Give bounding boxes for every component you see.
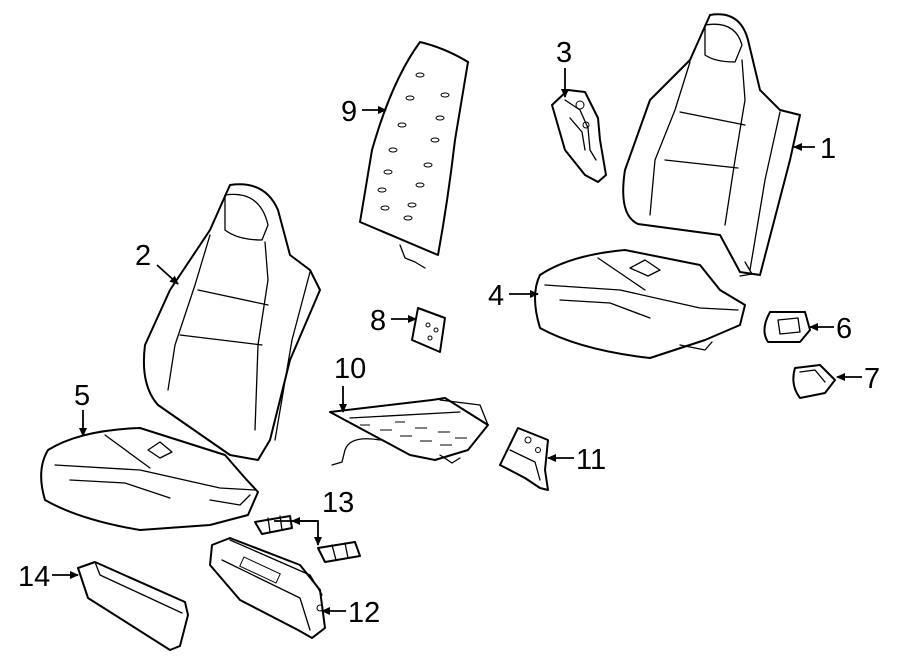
callout-4: 4 — [488, 280, 539, 312]
callout-11: 11 — [547, 444, 606, 476]
svg-text:8: 8 — [370, 305, 386, 337]
svg-text:9: 9 — [341, 96, 357, 128]
callout-12: 12 — [321, 597, 380, 629]
svg-text:12: 12 — [348, 597, 380, 629]
callout-6: 6 — [809, 313, 852, 345]
svg-text:3: 3 — [556, 37, 572, 69]
part-5-seat-cushion — [40, 427, 259, 531]
svg-text:11: 11 — [576, 444, 606, 476]
svg-text:5: 5 — [74, 380, 90, 412]
callout-3: 3 — [556, 37, 572, 98]
callout-5: 5 — [74, 380, 90, 437]
callout-9: 9 — [341, 96, 387, 128]
callout-13: 13 — [274, 487, 354, 546]
svg-text:1: 1 — [820, 133, 836, 165]
svg-text:6: 6 — [836, 313, 852, 345]
part-9-back-panel — [359, 41, 469, 269]
svg-text:4: 4 — [488, 280, 504, 312]
part-14-trim-panel — [77, 561, 189, 651]
part-2-seat-back — [142, 183, 321, 461]
svg-text:10: 10 — [334, 353, 366, 385]
svg-text:13: 13 — [322, 487, 354, 519]
part-3-recliner — [551, 89, 607, 183]
part-10-seat-frame — [329, 397, 489, 466]
part-7-cap — [792, 364, 836, 399]
part-12-side-module — [209, 537, 326, 639]
callout-10: 10 — [334, 353, 366, 413]
callout-14: 14 — [18, 561, 79, 593]
callout-8: 8 — [370, 305, 417, 337]
callout-7: 7 — [836, 363, 880, 395]
part-6-trim — [763, 311, 811, 343]
part-1-seat-back — [622, 13, 801, 277]
part-11-motor — [499, 427, 549, 491]
part-8-bracket — [411, 307, 446, 353]
svg-text:14: 14 — [18, 561, 50, 593]
callout-1: 1 — [793, 133, 836, 165]
svg-text:2: 2 — [135, 240, 151, 272]
svg-text:7: 7 — [864, 363, 880, 395]
part-4-seat-cushion — [534, 249, 746, 359]
callout-2: 2 — [135, 240, 179, 285]
